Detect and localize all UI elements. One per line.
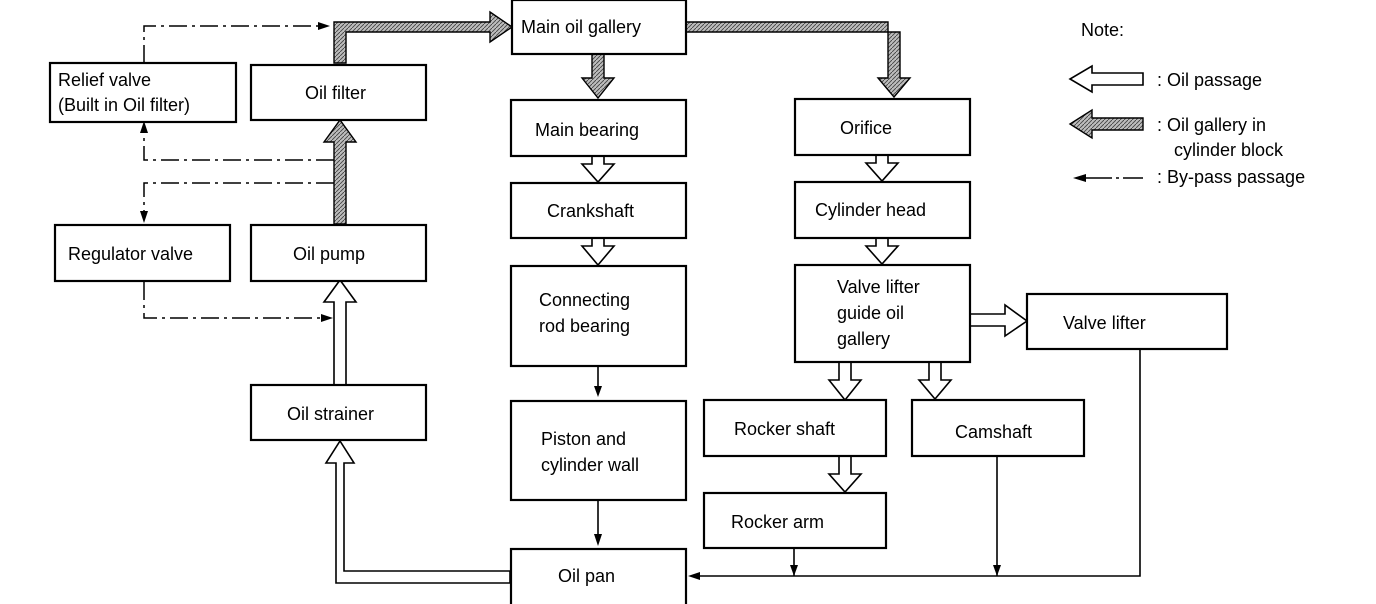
bypass-relief-to-gallery	[143, 25, 318, 63]
box-regulator-valve: Regulator valve	[53, 223, 232, 283]
arrow-bearing-to-crankshaft	[580, 155, 616, 184]
svg-text:Main oil gallery: Main oil gallery	[521, 17, 641, 37]
box-main-oil-gallery: Main oil gallery	[510, 0, 688, 56]
arrowhead-bypass-regulator	[321, 314, 333, 322]
svg-text:rod bearing: rod bearing	[539, 316, 630, 336]
box-main-bearing: Main bearing	[509, 98, 688, 158]
svg-text:Oil strainer: Oil strainer	[287, 404, 374, 424]
arrowhead-conrod-to-piston	[594, 386, 602, 397]
svg-text:Crankshaft: Crankshaft	[547, 201, 634, 221]
box-connecting-rod-bearing: Connecting rod bearing	[509, 264, 688, 368]
arrow-crankshaft-to-conrod	[580, 237, 616, 267]
box-crankshaft: Crankshaft	[509, 181, 688, 240]
box-oil-filter: Oil filter	[249, 63, 428, 122]
svg-text:Valve lifter: Valve lifter	[837, 277, 920, 297]
svg-text:Relief valve: Relief valve	[58, 70, 151, 90]
arrow-guide-to-rocker-shaft	[827, 361, 863, 402]
arrowhead-camshaft-return	[993, 565, 1001, 576]
legend-oil-gallery-arrow-icon	[1068, 108, 1144, 140]
line-return-to-pan	[695, 348, 1141, 577]
legend-oil-passage-arrow-icon	[1068, 64, 1144, 94]
arrow-orifice-to-head	[864, 154, 900, 183]
box-camshaft: Camshaft	[910, 398, 1086, 458]
arrowhead-return-to-pan	[688, 572, 700, 580]
bypass-pump-to-relief	[143, 128, 334, 161]
arrow-head-to-lifter-guide	[864, 237, 900, 266]
svg-text:Oil filter: Oil filter	[305, 83, 366, 103]
svg-text:cylinder block: cylinder block	[1174, 140, 1284, 160]
box-orifice: Orifice	[793, 97, 972, 157]
gallery-arrow-filter-to-main	[333, 10, 514, 64]
box-piston-cylinder-wall: Piston and cylinder wall	[509, 399, 688, 502]
box-oil-strainer: Oil strainer	[249, 383, 428, 442]
svg-text:Orifice: Orifice	[840, 118, 892, 138]
gallery-arrow-main-to-bearing	[580, 53, 616, 100]
arrowhead-bypass-to-relief	[140, 121, 148, 133]
box-rocker-shaft: Rocker shaft	[702, 398, 888, 458]
svg-text:(Built in Oil filter): (Built in Oil filter)	[58, 95, 190, 115]
svg-text:Rocker arm: Rocker arm	[731, 512, 824, 532]
svg-text:Rocker shaft: Rocker shaft	[734, 419, 835, 439]
arrowhead-bypass-to-regulator	[140, 211, 148, 223]
svg-text:Cylinder head: Cylinder head	[815, 200, 926, 220]
box-oil-pan: Oil pan	[509, 547, 688, 604]
legend-title: Note:	[1081, 20, 1124, 40]
svg-text:: By-pass passage: : By-pass passage	[1157, 167, 1305, 187]
svg-text:Oil pump: Oil pump	[293, 244, 365, 264]
box-cylinder-head: Cylinder head	[793, 180, 972, 240]
svg-text:gallery: gallery	[837, 329, 890, 349]
arrowhead-bypass-relief	[318, 22, 330, 30]
arrowhead-rocker-arm-return	[790, 565, 798, 576]
svg-text:Camshaft: Camshaft	[955, 422, 1032, 442]
arrow-rocker-shaft-to-arm	[827, 455, 863, 494]
arrow-guide-to-camshaft	[917, 361, 953, 401]
bypass-regulator-to-pump-inlet	[143, 282, 322, 319]
box-relief-valve: Relief valve (Built in Oil filter)	[48, 61, 238, 124]
gallery-arrow-main-to-orifice	[685, 21, 912, 99]
svg-text:Piston and: Piston and	[541, 429, 626, 449]
arrow-guide-to-valve-lifter	[969, 303, 1029, 338]
gallery-arrow-pump-to-filter	[322, 118, 358, 225]
svg-text:cylinder wall: cylinder wall	[541, 455, 639, 475]
svg-text:: Oil gallery in: : Oil gallery in	[1157, 115, 1266, 135]
box-rocker-arm: Rocker arm	[702, 491, 888, 550]
svg-text:Valve lifter: Valve lifter	[1063, 313, 1146, 333]
box-valve-lifter-guide-oil-gallery: Valve lifter guide oil gallery	[793, 263, 972, 364]
legend-bypass-arrow-icon	[1073, 174, 1086, 182]
svg-text:Connecting: Connecting	[539, 290, 630, 310]
bypass-pump-to-regulator	[143, 182, 334, 214]
svg-text:: Oil passage: : Oil passage	[1157, 70, 1262, 90]
svg-text:Regulator valve: Regulator valve	[68, 244, 193, 264]
box-valve-lifter: Valve lifter	[1025, 292, 1229, 351]
arrow-strainer-to-pump	[322, 278, 358, 386]
arrow-pan-to-strainer	[324, 439, 511, 584]
legend: Note: : Oil passage : Oil gallery in cyl…	[1068, 20, 1305, 187]
svg-text:guide oil: guide oil	[837, 303, 904, 323]
box-oil-pump: Oil pump	[249, 223, 428, 283]
arrowhead-piston-to-pan	[594, 534, 602, 546]
svg-text:Oil pan: Oil pan	[558, 566, 615, 586]
svg-text:Main bearing: Main bearing	[535, 120, 639, 140]
